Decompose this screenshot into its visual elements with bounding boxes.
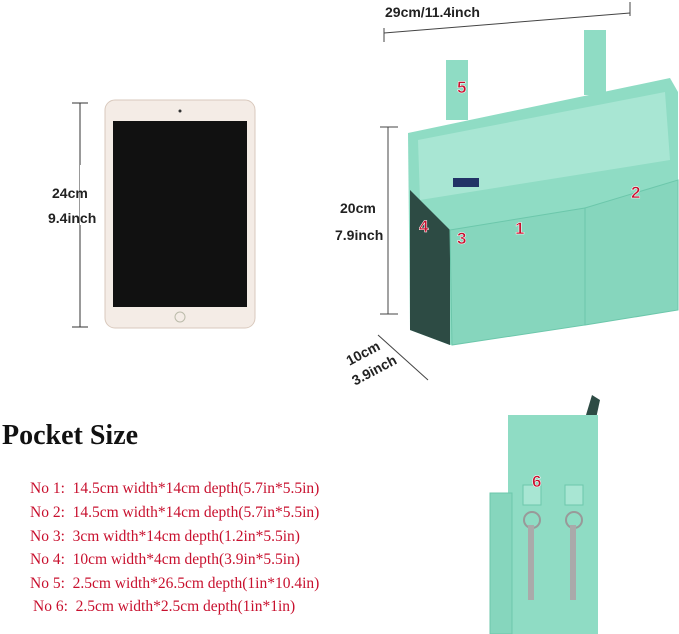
pocket-label-2: 2 [631, 183, 641, 203]
pocket-spec-6: No 6: 2.5cm width*2.5cm depth(1in*1in) [33, 598, 296, 615]
pocket-spec-2: No 2: 14.5cm width*14cm depth(5.7in*5.5i… [30, 504, 320, 521]
pocket-label-4: 4 [419, 217, 429, 237]
pocket-spec-5: No 5: 2.5cm width*26.5cm depth(1in*10.4i… [30, 575, 320, 592]
pocket-label-5: 5 [457, 78, 467, 98]
tablet-height-cm: 24cm [52, 185, 88, 201]
tablet-height-in: 9.4inch [48, 210, 97, 226]
pocket-spec-3: No 3: 3cm width*14cm depth(1.2in*5.5in) [30, 528, 300, 545]
pocket-spec-1: No 1: 14.5cm width*14cm depth(5.7in*5.5i… [30, 480, 320, 497]
pocket-label-3: 3 [457, 229, 467, 249]
organizer-illustration [377, 2, 679, 381]
tablet-illustration [72, 99, 256, 329]
width-dimension: 29cm/11.4inch [385, 4, 480, 20]
organizer-side-illustration [489, 395, 600, 634]
pocket-label-6: 6 [532, 472, 542, 492]
height-in: 7.9inch [335, 227, 384, 243]
pocket-label-1: 1 [515, 219, 525, 239]
pocket-size-title: Pocket Size [2, 420, 139, 451]
height-cm: 20cm [340, 200, 376, 216]
pocket-spec-4: No 4: 10cm width*4cm depth(3.9in*5.5in) [30, 551, 300, 568]
